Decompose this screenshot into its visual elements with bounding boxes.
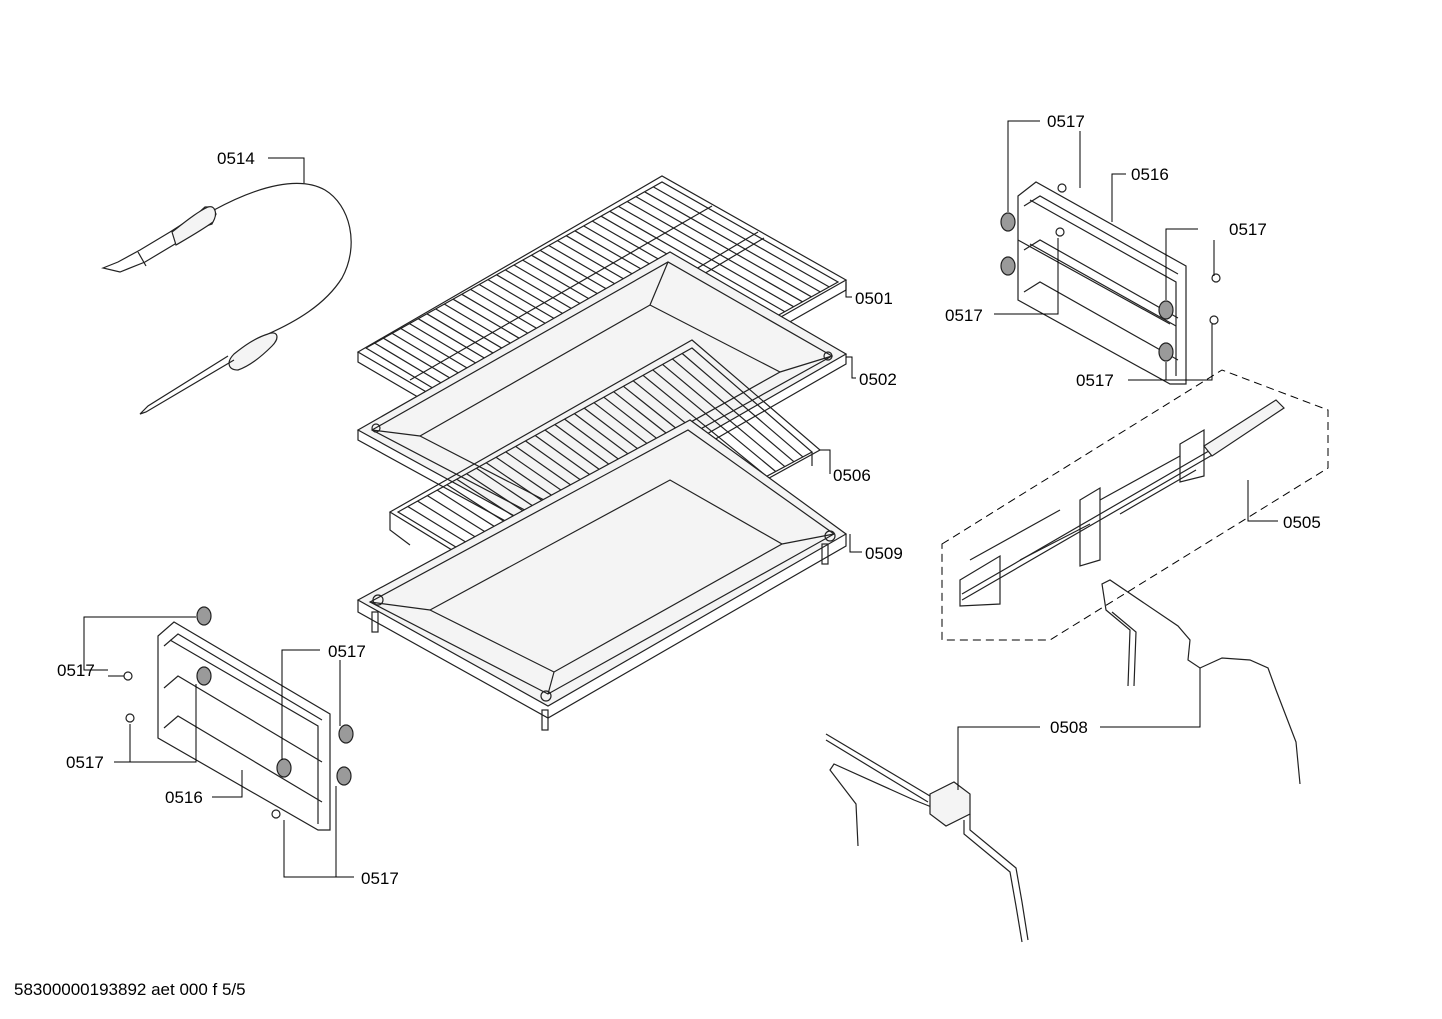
callout-0517-left-top: 0517: [57, 661, 95, 680]
telescopic-rail-right: [1000, 181, 1221, 385]
document-footer-id: 58300000193892 aet 000 f 5/5: [14, 980, 246, 999]
callout-0517-left-bottom: 0517: [361, 869, 399, 888]
rotisserie-frame: [825, 579, 1301, 943]
callout-0502: 0502: [859, 370, 897, 389]
callout-0509: 0509: [865, 544, 903, 563]
callout-0517-right-third: 0517: [945, 306, 983, 325]
callout-0514: 0514: [217, 149, 255, 168]
callout-0517-left-third: 0517: [66, 753, 104, 772]
callout-0506: 0506: [833, 466, 871, 485]
callout-labels: 0514 0501 0502 0506 0509 0505 0508 0517 …: [57, 112, 1321, 888]
meat-probe: [101, 182, 352, 415]
callout-0516-right: 0516: [1131, 165, 1169, 184]
callout-0501: 0501: [855, 289, 893, 308]
callout-0517-left-center: 0517: [328, 642, 366, 661]
callout-0505: 0505: [1283, 513, 1321, 532]
callout-0517-right-bottom: 0517: [1076, 371, 1114, 390]
callout-0516-left: 0516: [165, 788, 203, 807]
callout-0517-right-second: 0517: [1229, 220, 1267, 239]
leader-lines: [83, 120, 1278, 878]
rotisserie-spit: [941, 369, 1329, 641]
callout-0517-right-top: 0517: [1047, 112, 1085, 131]
callout-0508: 0508: [1050, 718, 1088, 737]
deep-pan: [356, 419, 848, 731]
